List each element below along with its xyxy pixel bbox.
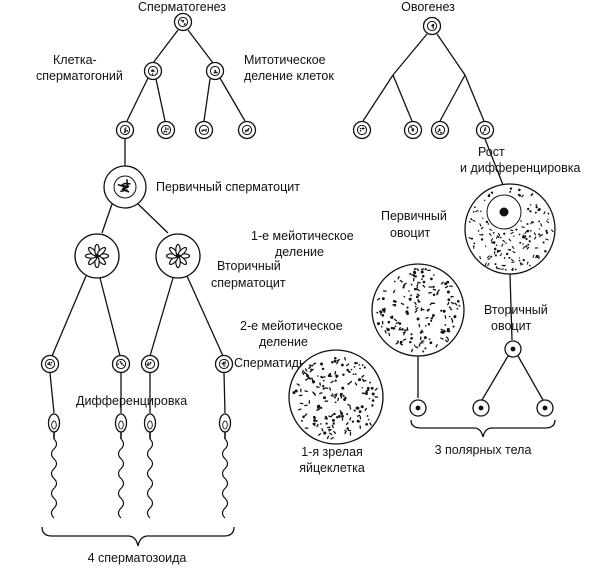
branch-line <box>362 74 394 122</box>
sperm-count-label: 4 сперматозоида <box>88 551 187 565</box>
oogonium-cell <box>403 120 423 140</box>
spermatogonium-cell <box>237 120 257 140</box>
spermatozoon <box>114 413 128 519</box>
spermatid <box>140 354 160 374</box>
secondary-spermatocyte-label: Вторичный <box>217 259 281 273</box>
spermatogonia-label: сперматогоний <box>36 69 123 83</box>
polar-body <box>409 399 427 417</box>
spermatogonium-cell <box>156 120 176 140</box>
first-meiotic-label: деление <box>275 245 324 259</box>
branch-line <box>439 74 466 122</box>
spermatogonium-cell <box>194 120 214 140</box>
mitotic-division-label: Митотическое <box>244 53 326 67</box>
branch-line <box>517 355 544 401</box>
branch-line <box>137 203 169 234</box>
branch-line <box>51 275 87 357</box>
branch-line <box>436 33 466 76</box>
branch-line <box>152 29 179 64</box>
spermatogenesis-tree <box>40 12 257 547</box>
oogenesis-title: Овогенез <box>401 0 455 14</box>
spermatogenesis-title: Сперматогенез <box>138 0 226 14</box>
secondary-oocyte-label: Вторичный <box>484 303 548 317</box>
polar-body <box>536 399 554 417</box>
spermatid <box>40 354 60 374</box>
secondary-spermatocyte <box>74 233 120 279</box>
spermatogonia-label: Клетка- <box>53 53 97 67</box>
stem-line <box>509 273 513 341</box>
secondary-spermatocyte <box>155 233 201 279</box>
secondary-oocyte <box>504 340 522 358</box>
spermatogonium-cell <box>205 61 225 81</box>
spermatid <box>111 354 131 374</box>
stem-line <box>223 372 226 414</box>
polar-body <box>472 399 490 417</box>
spermatogonium-root <box>173 12 193 32</box>
spermatozoon <box>47 413 61 519</box>
differentiation-label: Дифференцировка <box>76 394 187 408</box>
spermatogonium-cell <box>115 120 135 140</box>
stem-line <box>484 138 506 191</box>
oogenesis-tree <box>288 16 556 445</box>
spermatozoon <box>218 413 232 519</box>
primary-spermatocyte-label: Первичный сперматоцит <box>156 180 300 194</box>
branch-line <box>187 29 214 64</box>
branch-line <box>203 78 211 122</box>
spermatozoon <box>143 413 157 519</box>
growth-label: Рост <box>478 145 505 159</box>
primary-spermatocyte <box>103 165 147 209</box>
branch-line <box>464 74 485 122</box>
polar-bodies-label: 3 полярных тела <box>435 443 532 457</box>
oogonium-cell <box>430 120 450 140</box>
branch-line <box>392 33 428 76</box>
branch-line <box>149 277 174 357</box>
mature-egg-label: 1-я зрелая <box>301 445 363 459</box>
polar-bracket <box>410 419 556 438</box>
branch-line <box>99 277 121 357</box>
second-meiotic-label: деление <box>259 335 308 349</box>
branch-line <box>219 77 246 122</box>
secondary-oocyte-label: овоцит <box>491 319 532 333</box>
sperm-bracket <box>41 526 235 547</box>
branch-line <box>155 78 166 122</box>
branch-line <box>186 275 224 357</box>
mature-egg <box>288 349 384 445</box>
oogonium-cell <box>475 120 495 140</box>
primary-oocyte-label: овоцит <box>390 226 431 240</box>
spermatogonium-cell <box>143 61 163 81</box>
mitotic-division-label: деление клеток <box>244 69 334 83</box>
primary-oocyte <box>371 263 465 357</box>
secondary-spermatocyte-label: сперматоцит <box>211 276 286 290</box>
first-meiotic-label: 1-е мейотическое <box>251 229 354 243</box>
growth-label: и дифференцировка <box>460 161 580 175</box>
branch-line <box>392 74 413 122</box>
second-meiotic-label: 2-е мейотическое <box>240 319 343 333</box>
spermatid <box>214 354 234 374</box>
oogonium-root <box>422 16 442 36</box>
spermatids-label: Сперматиды <box>234 356 308 370</box>
growing-oocyte <box>464 183 556 275</box>
primary-oocyte-label: Первичный <box>381 209 447 223</box>
branch-line <box>101 203 113 234</box>
stem-line <box>49 372 55 414</box>
branch-line <box>126 77 149 122</box>
mature-egg-label: яйцеклетка <box>299 461 365 475</box>
branch-line <box>481 355 509 401</box>
oogonium-cell <box>352 120 372 140</box>
